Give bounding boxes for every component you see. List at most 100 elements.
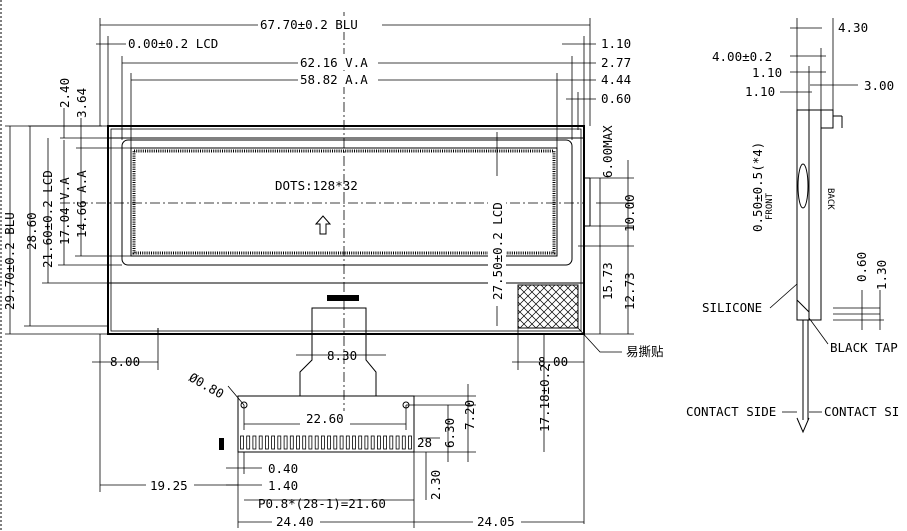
dim-040: 0.40 — [268, 461, 298, 476]
fpc-pin — [314, 435, 319, 450]
side-lcd-glass — [796, 109, 810, 321]
dim-2260: 22.60 — [306, 411, 344, 426]
dots-label: DOTS:128*32 — [275, 178, 358, 193]
easy-peel-tab — [517, 284, 579, 329]
fpc-pin — [296, 435, 300, 450]
viewing-area — [121, 139, 573, 266]
dim-364: 3.64 — [74, 88, 89, 118]
dim-240: 2.40 — [57, 78, 72, 108]
side-pcb-step — [820, 109, 834, 129]
pin1-marker — [219, 438, 224, 450]
fpc-tail — [237, 395, 415, 453]
fpc-pin — [246, 435, 251, 450]
dim-720: 7.20 — [462, 400, 477, 430]
fpc-pin — [289, 435, 294, 450]
dim-300: 3.00 — [864, 78, 894, 93]
fpc-pin — [408, 435, 412, 450]
fpc-pin — [283, 435, 288, 450]
dim-blu-width: 67.70±0.2 BLU — [260, 17, 358, 32]
fpc-pin — [333, 435, 338, 450]
fpc-pin — [258, 435, 263, 450]
side-polarizer — [797, 163, 809, 209]
dim-va-height: 17.04 V.A — [57, 177, 72, 245]
fpc-pin — [345, 435, 350, 450]
dim-630: 6.30 — [442, 418, 457, 448]
fpc-pin — [277, 435, 282, 450]
fpc-pin — [364, 435, 369, 450]
label-bg — [298, 71, 378, 87]
fpc-pin — [401, 435, 406, 450]
silicone-label: SILICONE — [702, 300, 762, 315]
label-bg — [488, 176, 506, 306]
dim-140: 1.40 — [268, 478, 298, 493]
fpc-pin — [320, 435, 325, 450]
side-silicone-bevel — [796, 299, 810, 313]
back-label: BACK — [825, 188, 835, 210]
dim-800-right: 8.00 — [538, 354, 568, 369]
contact-side-left: CONTACT SIDE — [686, 404, 776, 419]
fpc-pin — [327, 435, 332, 450]
fpc-pin — [376, 435, 381, 450]
fpc-pin — [389, 435, 394, 450]
dim-2405: 24.05 — [477, 514, 515, 529]
dim-400: 4.00±0.2 — [712, 49, 772, 64]
dim-pitch: P0.8*(28-1)=21.60 — [258, 496, 386, 511]
fpc-pin — [271, 435, 276, 450]
marker-block — [327, 295, 359, 301]
label-bg — [298, 54, 378, 70]
dim-1718: 17.18±0.2 — [537, 364, 552, 432]
dim-1573: 15.73 — [600, 262, 615, 300]
side-blu — [808, 109, 822, 321]
fpc-pin — [264, 435, 269, 450]
label-bg — [258, 16, 382, 32]
dim-right-4: 0.60 — [601, 91, 631, 106]
dim-lcd-height: 21.60±0.2 LCD — [40, 170, 55, 268]
dim-110a: 1.10 — [752, 65, 782, 80]
fpc-pins — [240, 435, 412, 450]
dim-800-left: 8.00 — [110, 354, 140, 369]
dim-430: 4.30 — [838, 20, 868, 35]
dim-aa-height: 14.66 A.A — [74, 170, 89, 238]
orientation-arrow-icon — [314, 215, 332, 235]
dim-right-3: 4.44 — [601, 72, 631, 87]
dim-va-width: 62.16 V.A — [300, 55, 368, 70]
dim-050: 0.50±0.5(*4) — [750, 142, 765, 232]
dim-2440: 24.40 — [276, 514, 314, 529]
label-bg — [473, 514, 521, 530]
dim-1000: 10.00 — [622, 194, 637, 232]
dim-060: 0.60 — [854, 252, 869, 282]
dim-230: 2.30 — [428, 470, 443, 500]
label-bg — [272, 514, 320, 530]
black-tap-leader — [808, 317, 829, 345]
fpc-pin — [383, 435, 388, 450]
dim-1273: 12.73 — [622, 272, 637, 310]
dim-right-1: 1.10 — [601, 36, 631, 51]
dim-blu-height: 29.70±0.2 BLU — [2, 212, 17, 310]
dim-hole: Ø0.80 — [187, 370, 227, 402]
fpc-pin — [352, 435, 356, 450]
hole-leader — [227, 385, 245, 406]
fpc-pin — [370, 435, 375, 450]
dim-2860: 28.60 — [24, 212, 39, 250]
dim-fpc-width: 8.30 — [327, 348, 357, 363]
dim-right-2: 2.77 — [601, 55, 631, 70]
dim-1925: 19.25 — [150, 478, 188, 493]
dim-aa-width: 58.82 A.A — [300, 72, 368, 87]
front-label: FRONT — [765, 192, 775, 220]
dim-130: 1.30 — [874, 260, 889, 290]
fpc-pin — [240, 435, 244, 450]
dim-6max: 6.00MAX — [600, 125, 615, 178]
dim-lcd-left: 0.00±0.2 LCD — [128, 36, 218, 51]
fpc-pin — [395, 435, 400, 450]
silicone-leader — [769, 283, 798, 309]
easy-peel-leader — [577, 327, 622, 353]
blu-inner-outline — [110, 128, 582, 332]
easy-peel-label: 易撕贴 — [626, 344, 664, 359]
contact-side-right: CONTACT SI — [824, 404, 899, 419]
label-bg — [300, 411, 350, 427]
fpc-pin — [302, 435, 307, 450]
fpc-pin — [252, 435, 257, 450]
dim-lcd-height-r: 27.50±0.2 LCD — [490, 202, 505, 300]
dim-110b: 1.10 — [745, 84, 775, 99]
